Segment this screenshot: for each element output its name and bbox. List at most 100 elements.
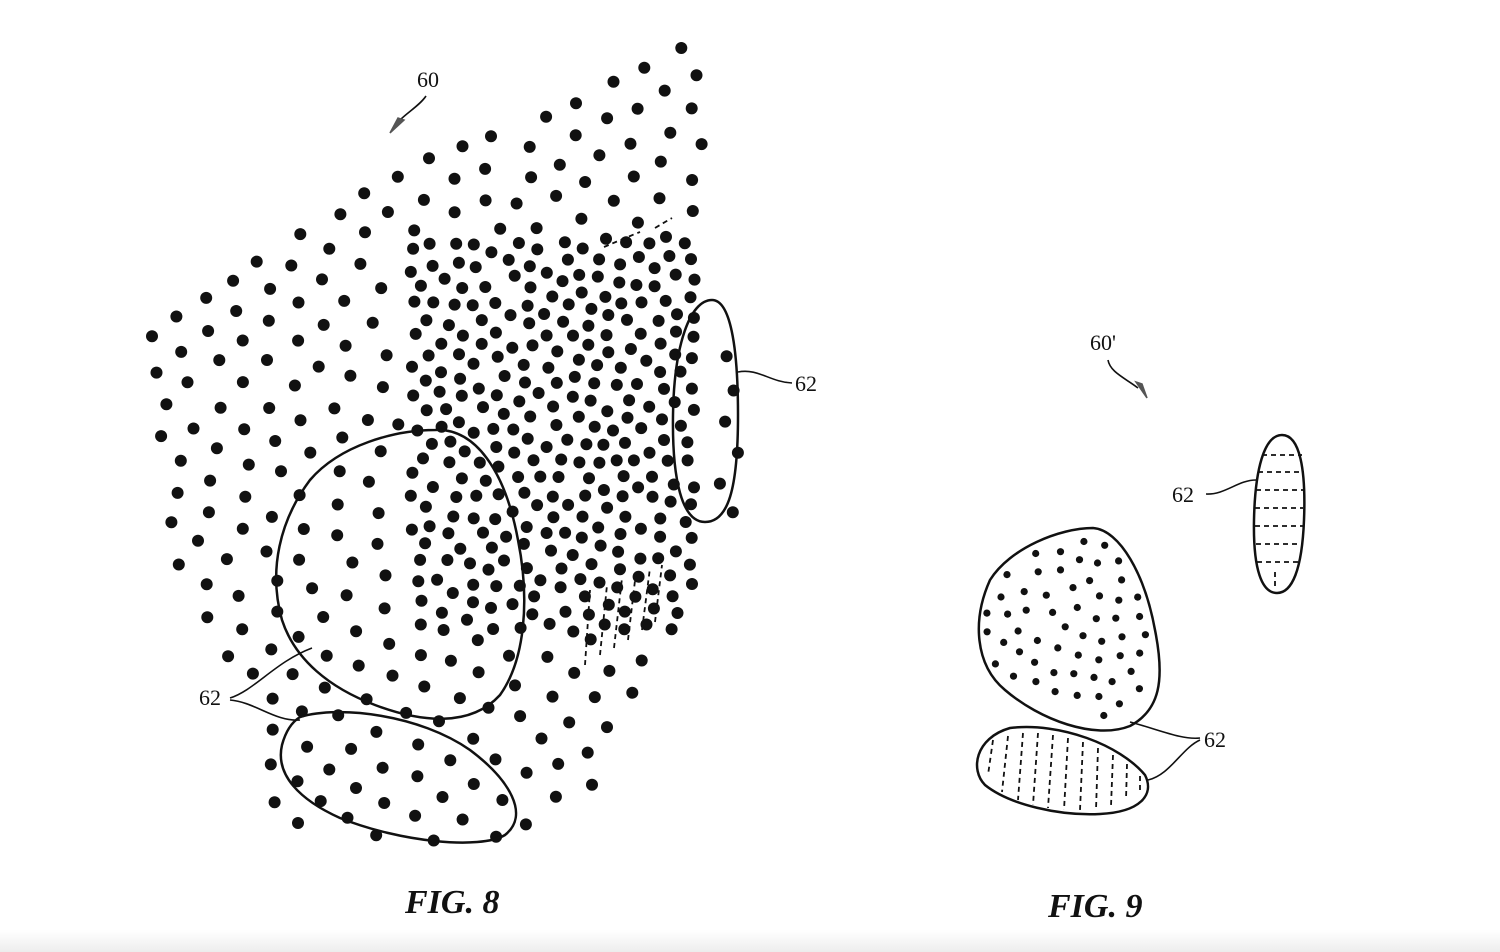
- fig8-dot: [320, 649, 333, 662]
- fig8-dot: [600, 232, 612, 245]
- fig9-dot: [1000, 638, 1008, 647]
- fig8-dot: [454, 372, 467, 385]
- fig8-dot: [594, 539, 607, 552]
- fig8-dot: [579, 489, 592, 502]
- fig8-dot: [619, 510, 632, 523]
- fig8-dot: [616, 490, 629, 503]
- fig8-region-bottom-outline: [279, 710, 518, 844]
- fig8-dot: [487, 422, 500, 435]
- fig9-dot: [983, 628, 991, 636]
- fig8-dot: [719, 415, 732, 428]
- fig8-dot: [419, 537, 432, 550]
- fig8-dot: [456, 282, 469, 294]
- fig8-dot: [378, 602, 391, 615]
- fig8-dot: [464, 557, 476, 570]
- fig8-dot: [392, 418, 405, 431]
- fig8-dot: [479, 194, 492, 207]
- fig8-dot: [507, 423, 520, 436]
- fig8-dot: [669, 268, 682, 281]
- fig8-dot: [675, 42, 688, 54]
- fig8-dot: [292, 296, 305, 309]
- fig8-dot: [575, 212, 588, 225]
- fig8-dot: [411, 770, 424, 783]
- fig9-dot: [1098, 637, 1106, 645]
- fig8-dot: [238, 423, 251, 436]
- fig8-dot: [288, 379, 301, 392]
- fig8-dot: [549, 790, 562, 803]
- fig8-dot: [423, 152, 435, 165]
- fig8-dot: [614, 528, 627, 540]
- fig8-dot: [362, 475, 375, 488]
- fig8-dot: [346, 556, 359, 569]
- fig8-dot: [521, 432, 534, 445]
- fig8-dot: [687, 330, 700, 343]
- fig8-dot: [523, 260, 536, 273]
- fig9-dot: [1136, 649, 1144, 657]
- fig8-dot: [671, 308, 683, 321]
- fig8-dot: [634, 327, 647, 340]
- fig8-dot: [551, 345, 564, 358]
- fig8-dot: [663, 250, 676, 262]
- fig9-dot: [1095, 656, 1103, 664]
- fig8-dot: [607, 194, 620, 207]
- fig9-ref-60prime-label: 60': [1090, 330, 1116, 355]
- fig8-dot: [261, 354, 273, 366]
- fig9-ref-62-leader-lower: [1147, 739, 1201, 781]
- fig8-dot: [376, 761, 389, 774]
- fig8-dot: [643, 446, 656, 459]
- fig9-dot: [1032, 678, 1040, 686]
- fig8-dot: [546, 290, 559, 303]
- fig8-dot: [453, 348, 465, 361]
- fig8-dot: [685, 498, 697, 511]
- fig8-dot: [685, 382, 698, 395]
- fig8-dot: [500, 530, 513, 543]
- fig8-dot: [375, 282, 388, 295]
- fig8-dot: [406, 466, 419, 479]
- fig9-dot: [1115, 700, 1123, 708]
- fig8-dot: [646, 583, 659, 596]
- fig8-dot: [504, 309, 517, 322]
- fig8-dot: [569, 129, 582, 142]
- fig8-dot: [519, 376, 531, 389]
- fig8-dot: [685, 352, 698, 365]
- fig8-dot: [620, 236, 633, 249]
- fig8-dot: [679, 516, 692, 528]
- fig8-dot: [518, 486, 531, 499]
- fig8-region-right-outline: [671, 298, 740, 524]
- fig8-dot: [553, 158, 566, 171]
- fig8-dot: [420, 404, 433, 417]
- fig8-dot: [618, 605, 631, 618]
- fig8-dot: [534, 470, 547, 483]
- fig8-dot: [634, 522, 647, 535]
- fig8-dot: [656, 413, 668, 426]
- fig8-dot: [654, 155, 667, 168]
- fig8-dot: [527, 454, 540, 467]
- fig8-dot: [502, 253, 515, 266]
- fig8-dot: [559, 526, 572, 539]
- fig9-dot: [1136, 612, 1144, 621]
- fig8-dot: [366, 316, 379, 329]
- fig8-dot: [479, 474, 492, 487]
- fig8-dot: [530, 222, 543, 235]
- fig8-dot: [374, 445, 387, 458]
- fig8-dot: [540, 110, 553, 123]
- fig8-dot: [171, 486, 184, 499]
- fig8-dot: [632, 251, 645, 263]
- fig8-dot: [378, 797, 391, 809]
- fig8-dot: [454, 542, 467, 555]
- fig8-dot: [442, 527, 455, 540]
- fig8-dot: [467, 357, 480, 370]
- fig8-dot: [236, 522, 249, 535]
- fig8-dot: [617, 470, 630, 483]
- fig8-dot: [338, 294, 351, 307]
- fig8-ref-60-label: 60: [417, 67, 439, 92]
- fig8-dot: [506, 341, 519, 354]
- fig8-dot: [593, 456, 606, 469]
- fig8-dot: [685, 102, 698, 115]
- fig9-dot: [997, 593, 1005, 601]
- fig8-dot: [562, 298, 575, 311]
- fig8-dot: [632, 481, 645, 494]
- fig8-dot: [582, 338, 595, 351]
- fig8-dot: [489, 513, 502, 526]
- fig8-ref-60-arrowhead: [389, 117, 406, 134]
